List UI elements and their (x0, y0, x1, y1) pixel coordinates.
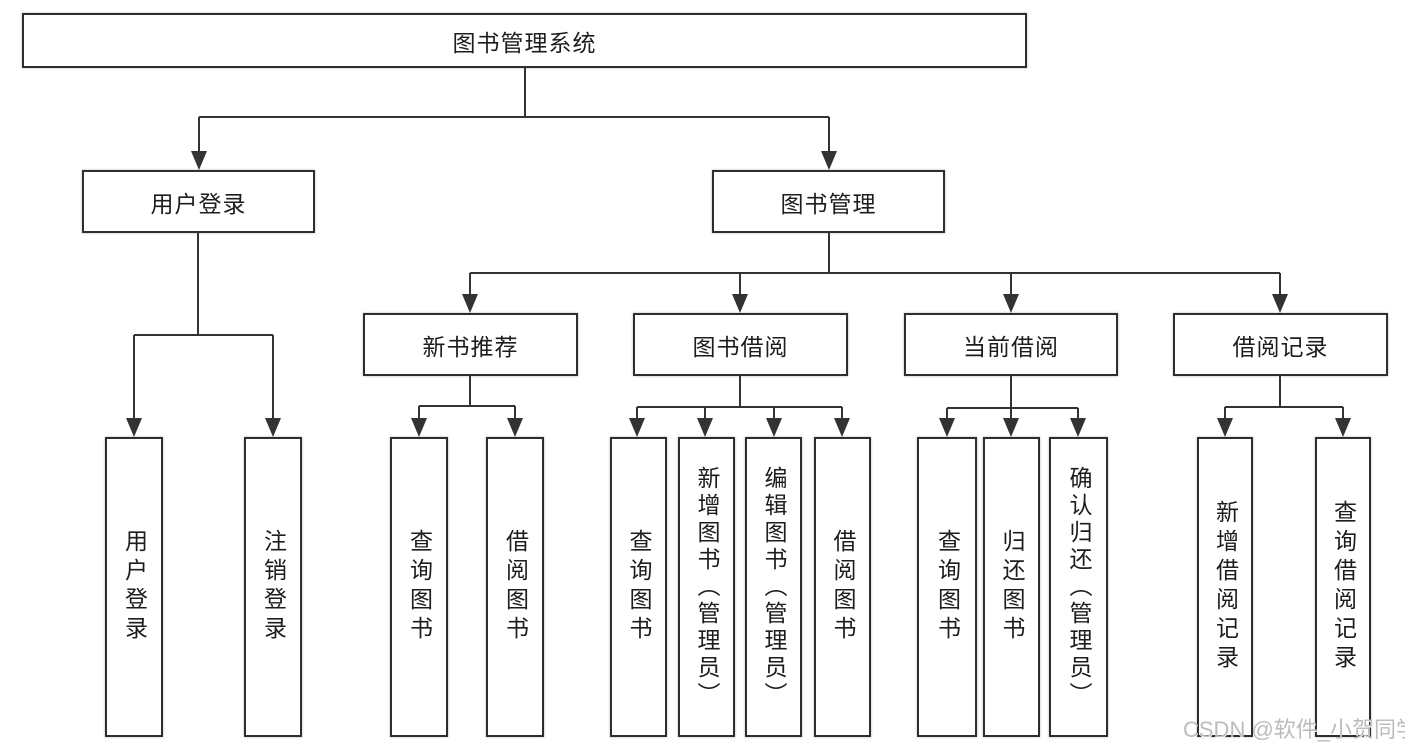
leaf-query-books-borrow-label: 查询图书 (626, 529, 652, 645)
connector-current-borrow-to-leaves (946, 376, 1079, 419)
connector-book-management-to-level2 (469, 233, 1281, 295)
arrowhead (1070, 418, 1086, 437)
node-borrow-records-label: 借阅记录 (1232, 333, 1329, 360)
arrowhead (462, 294, 478, 313)
connector-user-login-to-leaves (133, 233, 274, 419)
arrowhead (126, 418, 142, 437)
arrowhead (411, 418, 427, 437)
leaf-return-books: 归还图书 (983, 437, 1040, 737)
leaf-confirm-return-admin-label: 确认归还（管理员） (1066, 465, 1092, 709)
arrowhead (507, 418, 523, 437)
connector-root-to-level1 (198, 68, 830, 152)
connector-book-borrow-to-leaves (636, 376, 843, 419)
arrowhead (1003, 418, 1019, 437)
arrowhead (629, 418, 645, 437)
leaf-borrow-books-label: 借阅图书 (830, 529, 856, 645)
arrowhead (697, 418, 713, 437)
node-book-borrow: 图书借阅 (633, 313, 848, 376)
arrowhead (821, 151, 837, 170)
node-new-book-recommend: 新书推荐 (363, 313, 578, 376)
node-book-borrow-label: 图书借阅 (692, 333, 789, 360)
node-book-management-label: 图书管理 (780, 190, 877, 217)
leaf-logout-label: 注销登录 (260, 529, 287, 645)
arrowhead (834, 418, 850, 437)
arrowhead (1272, 294, 1288, 313)
node-current-borrow-label: 当前借阅 (963, 333, 1059, 360)
leaf-query-borrow-record-label: 查询借阅记录 (1330, 500, 1357, 674)
node-book-management: 图书管理 (712, 170, 945, 233)
node-current-borrow: 当前借阅 (904, 313, 1118, 376)
leaf-borrow-books-recommend-label: 借阅图书 (502, 529, 529, 645)
arrowhead (732, 294, 748, 313)
node-borrow-records: 借阅记录 (1173, 313, 1388, 376)
leaf-query-books-recommend: 查询图书 (390, 437, 448, 737)
arrowhead (1217, 418, 1233, 437)
leaf-borrow-books: 借阅图书 (814, 437, 871, 737)
leaf-query-borrow-record: 查询借阅记录 (1315, 437, 1371, 737)
node-user-login: 用户登录 (82, 170, 315, 233)
leaf-query-books-current: 查询图书 (917, 437, 977, 737)
leaf-user-login-label: 用户登录 (121, 529, 148, 645)
arrowhead (766, 418, 782, 437)
node-new-book-recommend-label: 新书推荐 (422, 333, 519, 360)
node-user-login-label: 用户登录 (150, 190, 247, 217)
leaf-logout: 注销登录 (244, 437, 302, 737)
leaf-add-books-admin-label: 新增图书（管理员） (694, 465, 720, 709)
leaf-add-borrow-record: 新增借阅记录 (1197, 437, 1253, 737)
root-node-library-system: 图书管理系统 (22, 13, 1027, 68)
root-node-label: 图书管理系统 (452, 29, 597, 56)
leaf-add-borrow-record-label: 新增借阅记录 (1212, 500, 1239, 674)
leaf-borrow-books-recommend: 借阅图书 (486, 437, 544, 737)
connector-borrow-record-to-leaves (1224, 376, 1344, 419)
leaf-query-books-current-label: 查询图书 (934, 529, 961, 645)
arrowhead (265, 418, 281, 437)
leaf-confirm-return-admin: 确认归还（管理员） (1049, 437, 1108, 737)
arrowhead (191, 151, 207, 170)
arrowhead (1335, 418, 1351, 437)
leaf-edit-books-admin: 编辑图书（管理员） (745, 437, 802, 737)
leaf-edit-books-admin-label: 编辑图书（管理员） (761, 465, 787, 709)
arrowhead (1003, 294, 1019, 313)
leaf-add-books-admin: 新增图书（管理员） (678, 437, 735, 737)
connector-new-book-to-leaves (418, 376, 516, 419)
leaf-query-books-recommend-label: 查询图书 (406, 529, 433, 645)
leaf-user-login: 用户登录 (105, 437, 163, 737)
leaf-return-books-label: 归还图书 (999, 529, 1025, 645)
leaf-query-books-borrow: 查询图书 (610, 437, 667, 737)
csdn-watermark: CSDN @软件_小贺同学 (1183, 717, 1405, 742)
arrowhead (939, 418, 955, 437)
